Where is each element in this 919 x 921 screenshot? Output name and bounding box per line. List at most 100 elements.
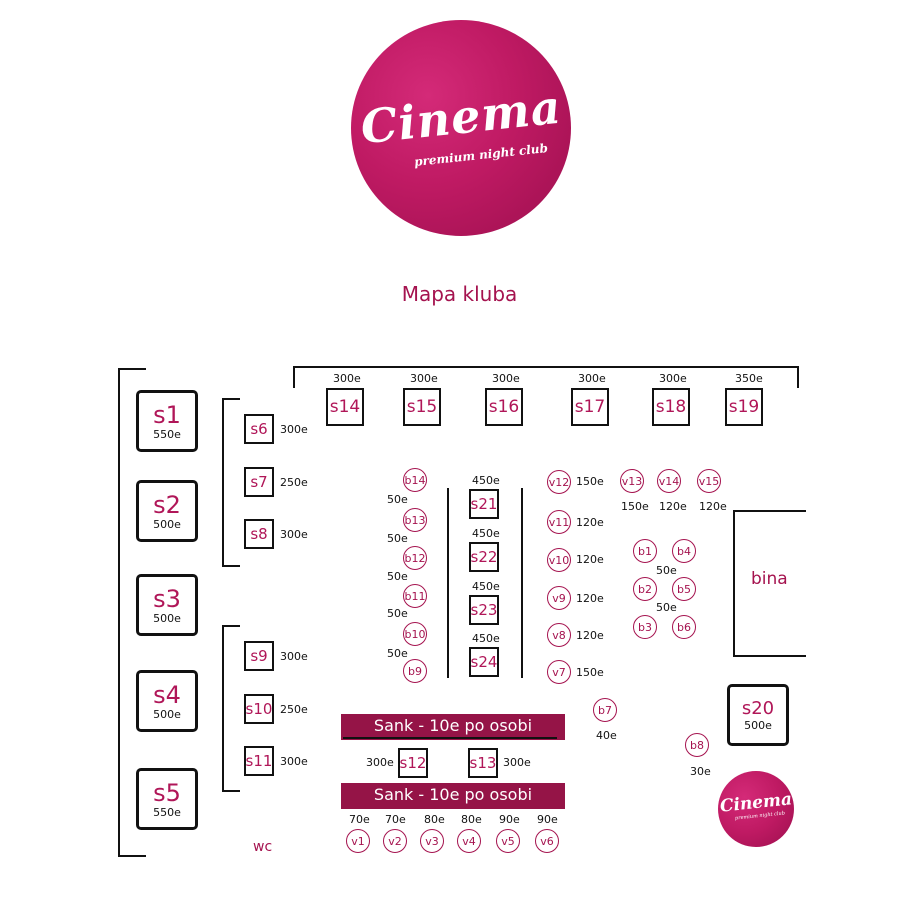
booth-price: 50e — [387, 647, 408, 660]
table-s14[interactable]: s14 — [326, 388, 364, 426]
table-price: 250e — [280, 476, 308, 489]
top-wall — [293, 366, 799, 368]
table-s21[interactable]: s21 — [469, 489, 499, 519]
center-divider-right — [521, 488, 523, 678]
table-s22[interactable]: s22 — [469, 542, 499, 572]
booth-price: 120e — [576, 629, 604, 642]
booth-price: 50e — [387, 607, 408, 620]
table-price: 300e — [492, 372, 520, 385]
table-s15[interactable]: s15 — [403, 388, 441, 426]
table-id: s3 — [153, 584, 181, 613]
table-price: 450e — [472, 580, 500, 593]
side-bracket-top-h1 — [222, 398, 240, 400]
stage-wall-left — [733, 510, 735, 657]
table-price: 500e — [744, 718, 772, 732]
table-s7[interactable]: s7 — [244, 467, 274, 497]
bar-counter-top: Sank - 10e po osobi — [341, 714, 565, 740]
booth-price: 70e — [349, 813, 370, 826]
table-price: 300e — [280, 423, 308, 436]
booth-price: 50e — [387, 493, 408, 506]
booth-v9[interactable]: v9 — [547, 586, 571, 610]
booth-v15[interactable]: v15 — [697, 469, 721, 493]
booth-price: 120e — [576, 592, 604, 605]
table-s10[interactable]: s10 — [244, 694, 274, 724]
booth-price: 80e — [461, 813, 482, 826]
booth-v1[interactable]: v1 — [346, 829, 370, 853]
table-id: s1 — [153, 400, 181, 429]
table-s6[interactable]: s6 — [244, 414, 274, 444]
booth-b12[interactable]: b12 — [403, 546, 427, 570]
booth-b3[interactable]: b3 — [633, 615, 657, 639]
booth-v12[interactable]: v12 — [547, 470, 571, 494]
table-s18[interactable]: s18 — [652, 388, 690, 426]
booth-b14[interactable]: b14 — [403, 468, 427, 492]
booth-b13[interactable]: b13 — [403, 508, 427, 532]
table-s11[interactable]: s11 — [244, 746, 274, 776]
table-price: 550e — [153, 427, 181, 441]
booth-v11[interactable]: v11 — [547, 510, 571, 534]
booth-price: 120e — [576, 516, 604, 529]
table-price: 300e — [578, 372, 606, 385]
table-s19[interactable]: s19 — [725, 388, 763, 426]
booth-b7[interactable]: b7 — [593, 698, 617, 722]
table-price: 500e — [153, 517, 181, 531]
table-s17[interactable]: s17 — [571, 388, 609, 426]
side-bracket-bottom — [222, 625, 224, 791]
table-id: s2 — [153, 490, 181, 519]
table-price: 250e — [280, 703, 308, 716]
table-s24[interactable]: s24 — [469, 647, 499, 677]
stage-label: bina — [751, 569, 788, 589]
table-s12[interactable]: s12 — [398, 748, 428, 778]
table-id: s5 — [153, 778, 181, 807]
table-s9[interactable]: s9 — [244, 641, 274, 671]
booth-v13[interactable]: v13 — [620, 469, 644, 493]
table-price: 550e — [153, 805, 181, 819]
booth-v3[interactable]: v3 — [420, 829, 444, 853]
table-s8[interactable]: s8 — [244, 519, 274, 549]
booth-b11[interactable]: b11 — [403, 584, 427, 608]
bar-counter-underline — [343, 737, 557, 739]
cinema-logo: Cinema premium night club — [351, 20, 571, 236]
booth-price: 150e — [621, 500, 649, 513]
table-price: 300e — [280, 650, 308, 663]
left-wall-bottom — [118, 855, 146, 857]
booth-v7[interactable]: v7 — [547, 660, 571, 684]
booth-group-price: 50e — [656, 601, 677, 614]
booth-group-price: 50e — [656, 564, 677, 577]
booth-price: 150e — [576, 666, 604, 679]
table-price: 300e — [659, 372, 687, 385]
booth-v5[interactable]: v5 — [496, 829, 520, 853]
table-id: s20 — [741, 697, 775, 719]
left-wall-top — [118, 368, 146, 370]
table-s23[interactable]: s23 — [469, 595, 499, 625]
booth-b8[interactable]: b8 — [685, 733, 709, 757]
booth-b5[interactable]: b5 — [672, 577, 696, 601]
booth-v2[interactable]: v2 — [383, 829, 407, 853]
booth-v14[interactable]: v14 — [657, 469, 681, 493]
booth-v10[interactable]: v10 — [547, 548, 571, 572]
table-price: 300e — [503, 756, 531, 769]
booth-v6[interactable]: v6 — [535, 829, 559, 853]
booth-b2[interactable]: b2 — [633, 577, 657, 601]
table-s16[interactable]: s16 — [485, 388, 523, 426]
booth-b1[interactable]: b1 — [633, 539, 657, 563]
booth-v8[interactable]: v8 — [547, 623, 571, 647]
side-bracket-top — [222, 398, 224, 566]
booth-price: 30e — [690, 765, 711, 778]
booth-price: 90e — [499, 813, 520, 826]
booth-price: 120e — [576, 553, 604, 566]
booth-b6[interactable]: b6 — [672, 615, 696, 639]
table-s13[interactable]: s13 — [468, 748, 498, 778]
booth-v4[interactable]: v4 — [457, 829, 481, 853]
booth-b10[interactable]: b10 — [403, 622, 427, 646]
booth-b4[interactable]: b4 — [672, 539, 696, 563]
booth-b9[interactable]: b9 — [403, 659, 427, 683]
bar-counter-bottom: Sank - 10e po osobi — [341, 783, 565, 809]
booth-price: 90e — [537, 813, 558, 826]
